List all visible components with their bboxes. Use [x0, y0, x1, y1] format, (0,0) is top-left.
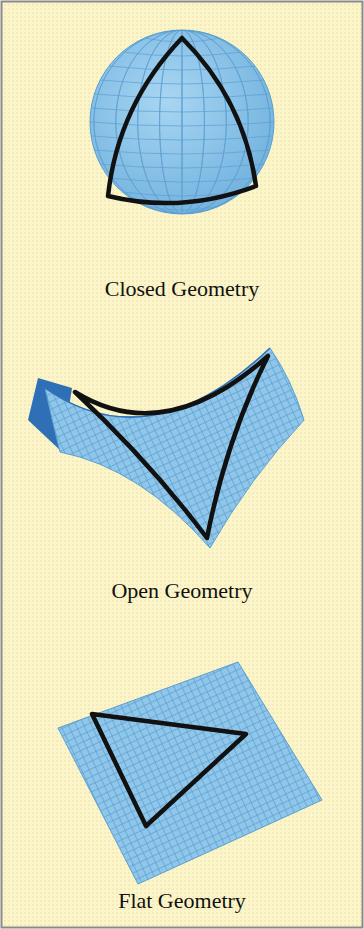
spherical-triangle	[108, 38, 256, 203]
flat-plane	[58, 662, 322, 884]
saddle-surface	[28, 348, 304, 548]
geometry-caption: Flat Geometry	[118, 888, 246, 914]
flat-triangle	[92, 714, 246, 826]
geometry-caption: Open Geometry	[111, 578, 252, 604]
hyperbolic-triangle	[75, 356, 268, 538]
geometry-caption: Closed Geometry	[105, 276, 260, 302]
sphere	[90, 30, 274, 214]
